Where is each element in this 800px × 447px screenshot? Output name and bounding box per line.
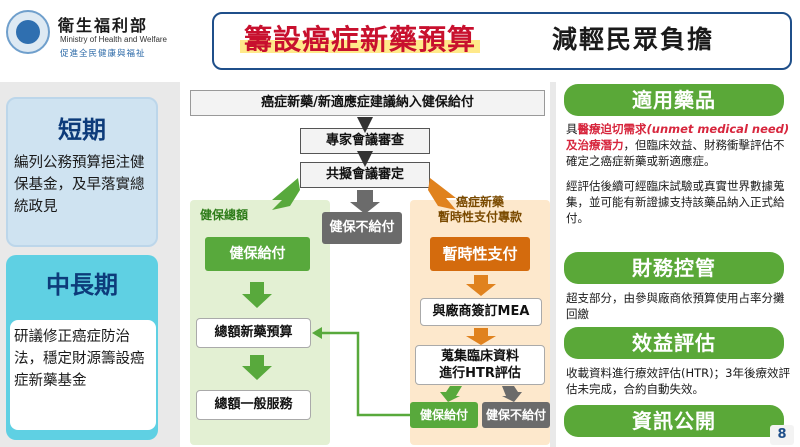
nhi-global-budget-label: 健保總額 [200, 208, 249, 222]
logo-emblem [16, 20, 40, 44]
zone-label-line1: 癌症新藥 [455, 195, 504, 209]
flow-no-payment: 健保不給付 [322, 212, 402, 244]
arrow-to-result-nopay-icon [502, 386, 522, 402]
heading-benefit-evaluation: 效益評估 [564, 327, 784, 359]
financial-control-text: 超支部分，由參與廠商依預算使用占率分攤回繳 [566, 291, 785, 321]
benefit-evaluation-text: 收載資料進行療效評估(HTR)；3年後療效評估未完成，合約自動失效。 [566, 366, 790, 396]
r1-red-italic: (unmet medical need) [646, 122, 790, 136]
heading-information-disclosure: 資訊公開 [564, 405, 784, 437]
flow-result-no-payment: 健保不給付 [482, 402, 550, 428]
flow-mea-contract: 與廠商簽訂MEA [420, 298, 542, 326]
mid-long-term-title: 中長期 [46, 271, 118, 299]
short-term-body: 編列公務預算挹注健保基金，及早落實總統政見 [14, 155, 145, 215]
page-subtitle: 減輕民眾負擔 [552, 25, 715, 54]
flow-result-payment: 健保給付 [410, 402, 478, 428]
org-name-zh: 衛生福利部 [58, 16, 149, 35]
page-title: 籌設癌症新藥預算 [240, 18, 481, 58]
r1-plain2: ，但臨床效益、財務衝擊評估不確定之癌症新藥或新適應症。 [566, 138, 785, 168]
arrow-gray-branch-icon [350, 190, 380, 214]
applicable-drugs-text-2: 經評估後續可經臨床試驗或真實世界數據蒐集，並可能有新證據支持該藥品納入正式給付。 [566, 179, 785, 225]
mid-long-term-body: 研議修正癌症防治法，穩定財源籌設癌症新藥基金 [10, 320, 156, 430]
flow-temporary-payment: 暫時性支付 [430, 237, 530, 271]
flow-htr-evaluation: 蒐集臨床資料 進行HTR評估 [415, 345, 545, 385]
arrow-to-result-pay-icon [440, 386, 462, 402]
temporary-payment-zone-label: 癌症新藥 暫時性支付專款 [410, 195, 550, 225]
arrow-orange-branch-icon [428, 178, 456, 210]
arrow-green-down-1-icon [242, 282, 272, 308]
heading-financial-control: 財務控管 [564, 252, 784, 284]
flow-nhi-payment: 健保給付 [205, 237, 310, 271]
short-term-panel [6, 97, 158, 247]
htr-line2: 進行HTR評估 [439, 366, 521, 381]
heading-applicable-drugs: 適用藥品 [564, 84, 784, 116]
org-slogan: 促進全民健康與福祉 [60, 49, 146, 59]
r1-red1: 醫療迫切需求 [577, 122, 647, 136]
flow-step-proposal: 癌症新藥/新適應症建議納入健保給付 [190, 90, 545, 116]
page-number: 8 [770, 425, 794, 445]
arrow-feedback-head-icon [312, 327, 322, 339]
htr-line1: 蒐集臨床資料 [440, 349, 519, 364]
r1-plain1: 具 [566, 122, 578, 136]
arrow-orange-down-2-icon [466, 328, 496, 345]
arrow-green-down-2-icon [242, 355, 272, 380]
short-term-title: 短期 [58, 116, 106, 144]
arrow-orange-down-1-icon [466, 275, 496, 296]
arrow-feedback-line [318, 331, 410, 417]
applicable-drugs-text: 具醫療迫切需求(unmet medical need) 及治療潛力，但臨床效益、財… [566, 121, 794, 169]
org-name-en: Ministry of Health and Welfare [60, 35, 168, 44]
flow-general-service: 總額一般服務 [196, 390, 311, 420]
zone-label-line2: 暫時性支付專款 [437, 210, 522, 224]
r1-red2: 及治療潛力 [566, 138, 624, 152]
arrow-green-branch-icon [272, 178, 300, 210]
flow-new-drug-budget: 總額新藥預算 [196, 318, 311, 348]
